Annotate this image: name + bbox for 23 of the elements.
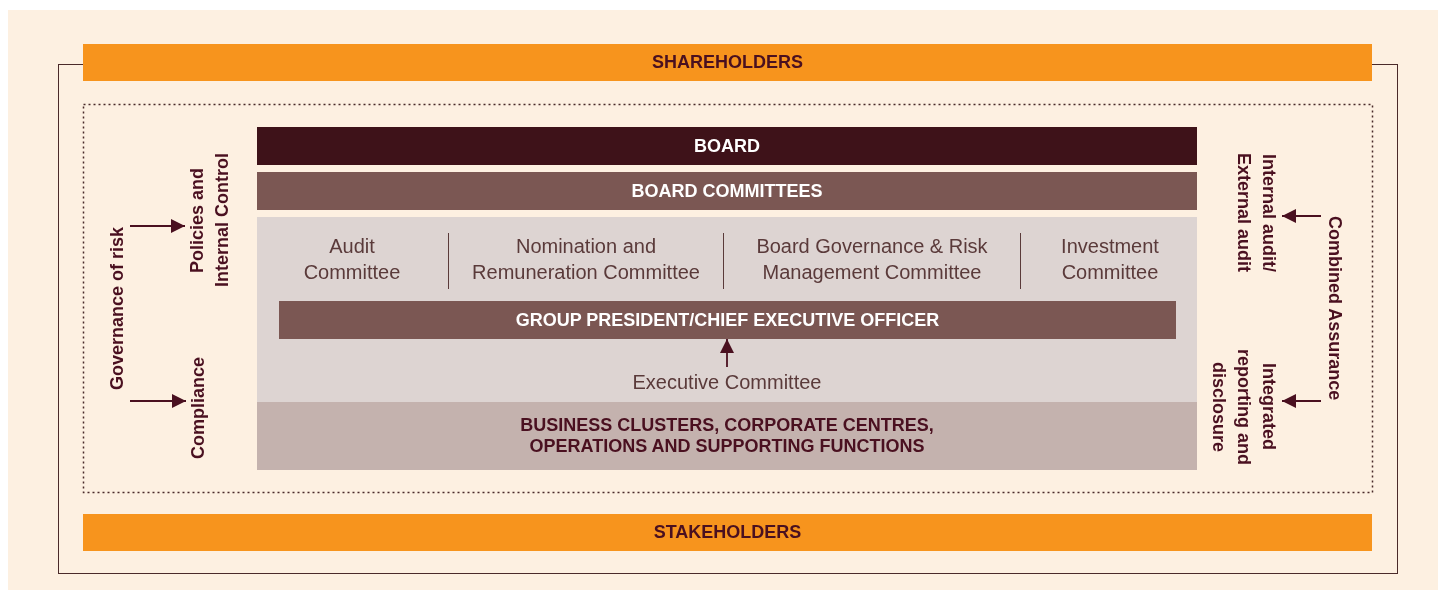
committee-label: Investment Committee [1050, 231, 1170, 287]
header-banner: GROUP PRESIDENT/CHIEF EXECUTIVE OFFICER [279, 301, 1176, 339]
arrow [719, 338, 735, 368]
committee-label: Executive Committee [617, 367, 837, 397]
side-label: Combined Assurance [1321, 208, 1347, 408]
side-label: Internal audit/ External audit [1230, 143, 1282, 283]
committee-label: Audit Committee [302, 231, 402, 287]
header-banner: BOARD [257, 127, 1197, 165]
footer-banner: STAKEHOLDERS [83, 514, 1372, 551]
committee-label: Nomination and Remuneration Committee [451, 231, 721, 287]
arrow [1281, 393, 1322, 409]
arrow [1281, 208, 1322, 224]
header-banner: BOARD COMMITTEES [257, 172, 1197, 210]
side-label: Compliance [186, 350, 210, 465]
side-label: Integrated reporting and disclosure [1204, 344, 1282, 470]
panel-background [257, 217, 1197, 402]
committee-label: Board Governance & Risk Management Committee [726, 231, 1018, 287]
header-banner: SHAREHOLDERS [83, 44, 1372, 81]
header-banner: BUSINESS CLUSTERS, CORPORATE CENTRES, OPERATIONS AND SUPPORTING FUNCTIONS [257, 402, 1197, 470]
side-label: Governance of risk [104, 218, 130, 398]
side-label: Policies and Internal Control [185, 143, 235, 298]
arrow [129, 218, 186, 234]
arrow [129, 393, 187, 409]
